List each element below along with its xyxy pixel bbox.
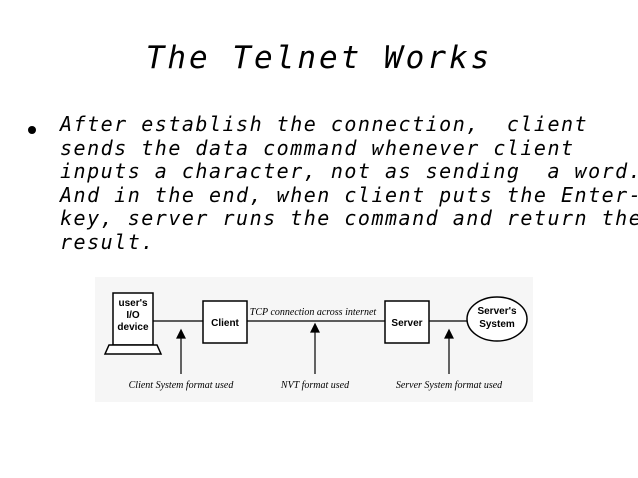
arrow-up-icon	[310, 322, 320, 333]
client-box	[202, 300, 248, 344]
tcp-connection-label: TCP connection across internet	[250, 307, 377, 318]
server-system-label-2: System	[479, 319, 515, 330]
server-box	[384, 300, 430, 344]
server-label: Server	[391, 318, 422, 329]
bullet-line: sends the data command whenever client	[60, 135, 575, 160]
client-format-label: Client System format used	[129, 380, 235, 391]
bullet-line: result.	[60, 229, 155, 254]
server-system-label-1: Server's	[477, 306, 517, 317]
bullet-line: inputs a character, not as sending a wor…	[60, 159, 638, 183]
bullet-line: After establish the connection, client	[60, 112, 589, 136]
server-format-label: Server System format used	[396, 380, 503, 391]
client-label: Client	[211, 318, 239, 329]
bullet-dot-icon	[28, 126, 36, 134]
arrow-up-icon	[444, 328, 454, 339]
nvt-format-label: NVT format used	[280, 380, 350, 391]
bullet-text: After establish the connection, client s…	[60, 112, 638, 254]
io-device-label-3: device	[117, 322, 149, 333]
server-system-ellipse	[466, 296, 528, 342]
bullet-line: key, server runs the command and return …	[60, 206, 638, 230]
io-device-label-2: I/O	[126, 310, 140, 321]
terminal-icon: user's I/O device	[103, 292, 163, 355]
bullet-line: And in the end, when client puts the Ent…	[60, 182, 638, 207]
slide-title: The Telnet Works	[145, 40, 493, 76]
arrow-up-icon	[176, 328, 186, 339]
telnet-diagram: user's I/O device Client TCP connection …	[95, 277, 533, 402]
io-device-label-1: user's	[118, 298, 148, 309]
